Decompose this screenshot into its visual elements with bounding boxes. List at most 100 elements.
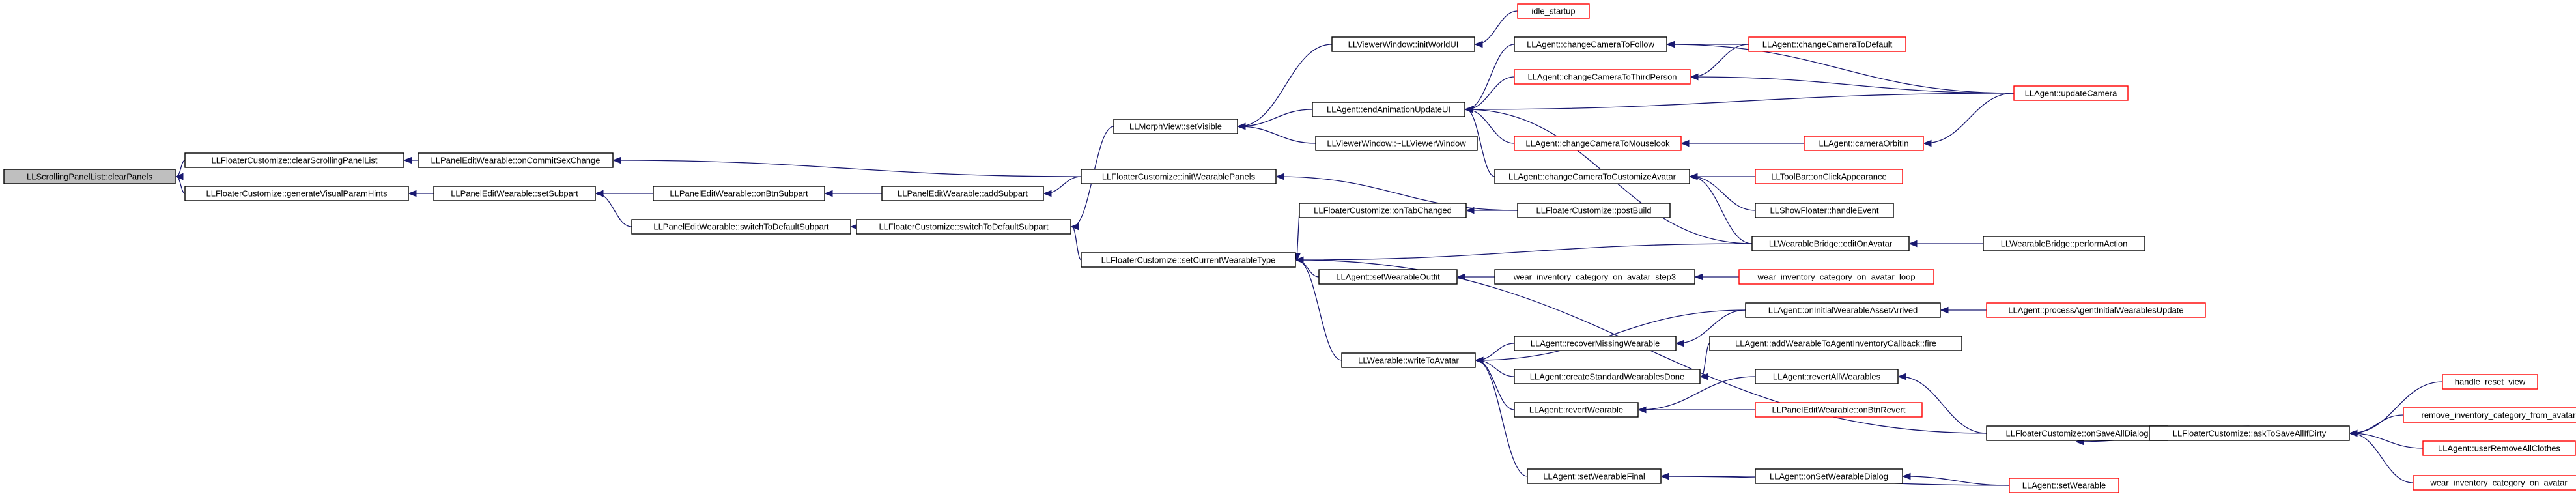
graph-node-n19[interactable]: LLAgent::changeCameraToMouselook (1514, 136, 1682, 151)
graph-edge-n26-n12 (1297, 243, 1753, 260)
graph-node-n45[interactable]: LLFloaterCustomize::askToSaveAllIfDirty (2149, 425, 2350, 441)
node-box (1113, 119, 1238, 134)
node-label: LLAgent::changeCameraToCustomizeAvatar (1508, 171, 1677, 181)
graph-node-n33[interactable]: LLWearable::writeToAvatar (1341, 352, 1476, 368)
node-box (2442, 374, 2538, 390)
graph-node-n27[interactable]: LLWearableBridge::performAction (1983, 236, 2145, 251)
node-box (1341, 352, 1476, 368)
graph-node-n1[interactable]: LLScrollingPanelList::clearPanels (3, 169, 176, 184)
graph-node-n8[interactable]: LLPanelEditWearable::addSubpart (881, 186, 1044, 201)
graph-node-n37[interactable]: LLAgent::setWearableFinal (1527, 468, 1662, 484)
node-label: LLPanelEditWearable::addSubpart (898, 188, 1028, 198)
graph-edge-n50-n45 (2351, 433, 2414, 483)
graph-node-n14[interactable]: idle_startup (1517, 3, 1590, 19)
graph-node-n47[interactable]: handle_reset_view (2442, 374, 2538, 390)
graph-edge-n18-n15 (1466, 76, 1515, 109)
graph-node-n39[interactable]: LLAgent::processAgentInitialWearablesUpd… (1986, 302, 2206, 318)
graph-node-n18[interactable]: LLAgent::changeCameraToThirdPerson (1514, 69, 1691, 85)
node-label: LLFloaterCustomize::setCurrentWearableTy… (1101, 255, 1276, 265)
graph-node-n7[interactable]: LLPanelEditWearable::switchToDefaultSubp… (631, 219, 851, 235)
node-label: LLPanelEditWearable::onBtnSubpart (670, 188, 808, 198)
graph-edge-n16-n11 (1239, 126, 1316, 144)
graph-edge-n13-n11 (1239, 44, 1333, 126)
graph-node-n40[interactable]: LLAgent::addWearableToAgentInventoryCall… (1709, 336, 1962, 351)
graph-node-n12[interactable]: LLFloaterCustomize::setCurrentWearableTy… (1081, 252, 1296, 268)
node-label: remove_inventory_category_from_avatar (2421, 410, 2576, 420)
node-label: LLPanelEditWearable::setSubpart (451, 188, 578, 198)
node-label: LLAgent::createStandardWearablesDone (1530, 371, 1685, 381)
graph-node-n23[interactable]: LLAgent::cameraOrbitIn (1804, 136, 1924, 151)
node-box (1517, 203, 1671, 218)
node-box (1755, 369, 1899, 384)
graph-node-n30[interactable]: LLAgent::setWearableOutfit (1318, 269, 1458, 285)
graph-node-n36[interactable]: LLAgent::revertWearable (1514, 402, 1639, 418)
node-box (1514, 136, 1682, 151)
graph-edge-n28-n12 (1297, 210, 1299, 260)
graph-node-n43[interactable]: LLAgent::onSetWearableDialog (1755, 468, 1903, 484)
graph-node-n42[interactable]: LLPanelEditWearable::onBtnRevert (1755, 402, 1923, 418)
graph-node-n28[interactable]: LLFloaterCustomize::onTabChanged (1299, 203, 1467, 218)
node-box (1709, 336, 1962, 351)
graph-edge-n10-n8 (1045, 176, 1082, 193)
graph-node-n5[interactable]: LLPanelEditWearable::setSubpart (433, 186, 596, 201)
graph-node-n6[interactable]: LLPanelEditWearable::onBtnSubpart (653, 186, 825, 201)
graph-node-n15[interactable]: LLAgent::endAnimationUpdateUI (1312, 102, 1465, 117)
node-box (1514, 336, 1677, 351)
graph-node-n32[interactable]: wear_inventory_category_on_avatar_loop (1738, 269, 1934, 285)
graph-node-n34[interactable]: LLAgent::recoverMissingWearable (1514, 336, 1677, 351)
node-box (433, 186, 596, 201)
node-box (1755, 169, 1903, 184)
graph-node-n21[interactable]: LLAgent::changeCameraToDefault (1748, 36, 1906, 52)
graph-node-n46[interactable]: LLAgent::setWearable (2009, 478, 2119, 493)
graph-edge-n7-n5 (597, 193, 632, 227)
node-label: LLAgent::setWearable (2022, 480, 2106, 490)
graph-edge-n37-n33 (1477, 360, 1528, 477)
graph-edge-n14-n13 (1476, 10, 1518, 44)
graph-node-n11[interactable]: LLMorphView::setVisible (1113, 119, 1238, 134)
node-label: LLFloaterCustomize::postBuild (1536, 205, 1651, 215)
graph-edge-n40-n35 (1701, 343, 1710, 377)
node-box (2403, 407, 2576, 423)
node-box (856, 219, 1071, 235)
node-label: LLAgent::changeCameraToThirdPerson (1527, 72, 1677, 81)
node-label: LLFloaterCustomize::onSaveAllDialog (2006, 428, 2149, 438)
node-box (3, 169, 176, 184)
graph-node-n44[interactable]: LLFloaterCustomize::onSaveAllDialog (1986, 425, 2168, 441)
node-label: LLWearable::writeToAvatar (1358, 355, 1459, 365)
graph-node-n24[interactable]: LLToolBar::onClickAppearance (1755, 169, 1903, 184)
graph-node-n26[interactable]: LLWearableBridge::editOnAvatar (1751, 236, 1910, 251)
node-box (1804, 136, 1924, 151)
node-label: LLAgent::updateCamera (2025, 88, 2117, 98)
graph-node-n10[interactable]: LLFloaterCustomize::initWearablePanels (1081, 169, 1277, 184)
graph-node-n17[interactable]: LLAgent::changeCameraToFollow (1514, 36, 1667, 52)
graph-edge-n44-n41 (1899, 377, 1987, 434)
graph-node-n13[interactable]: LLViewerWindow::initWorldUI (1331, 36, 1475, 52)
graph-node-n29[interactable]: LLFloaterCustomize::postBuild (1517, 203, 1671, 218)
graph-node-n2[interactable]: LLFloaterCustomize::clearScrollingPanelL… (184, 152, 404, 168)
graph-node-n25[interactable]: LLShowFloater::handleEvent (1755, 203, 1894, 218)
graph-node-n4[interactable]: LLPanelEditWearable::onCommitSexChange (418, 152, 614, 168)
node-label: LLMorphView::setVisible (1129, 121, 1222, 131)
graph-edge-n36-n33 (1477, 360, 1515, 410)
node-box (1755, 402, 1923, 418)
nodes-layer: LLScrollingPanelList::clearPanelsLLFloat… (3, 3, 2576, 493)
graph-node-n9[interactable]: LLFloaterCustomize::switchToDefaultSubpa… (856, 219, 1071, 235)
graph-node-n41[interactable]: LLAgent::revertAllWearables (1755, 369, 1899, 384)
graph-node-n35[interactable]: LLAgent::createStandardWearablesDone (1514, 369, 1701, 384)
node-label: LLWearableBridge::performAction (2001, 238, 2128, 248)
graph-node-n16[interactable]: LLViewerWindow::~LLViewerWindow (1315, 136, 1478, 151)
graph-edge-n34-n33 (1477, 343, 1515, 360)
graph-node-n31[interactable]: wear_inventory_category_on_avatar_step3 (1494, 269, 1695, 285)
graph-node-n49[interactable]: LLAgent::userRemoveAllClothes (2422, 440, 2576, 456)
graph-node-n38[interactable]: LLAgent::onInitialWearableAssetArrived (1745, 302, 1941, 318)
graph-node-n48[interactable]: remove_inventory_category_from_avatar (2403, 407, 2576, 423)
graph-node-n22[interactable]: LLAgent::updateCamera (2013, 85, 2129, 101)
node-box (2422, 440, 2576, 456)
node-box (653, 186, 825, 201)
node-label: LLFloaterCustomize::switchToDefaultSubpa… (879, 222, 1049, 231)
graph-node-n20[interactable]: LLAgent::changeCameraToCustomizeAvatar (1494, 169, 1690, 184)
node-box (2013, 85, 2129, 101)
graph-node-n3[interactable]: LLFloaterCustomize::generateVisualParamH… (184, 186, 409, 201)
graph-node-n50[interactable]: wear_inventory_category_on_avatar (2413, 475, 2576, 491)
node-label: idle_startup (1531, 6, 1575, 16)
